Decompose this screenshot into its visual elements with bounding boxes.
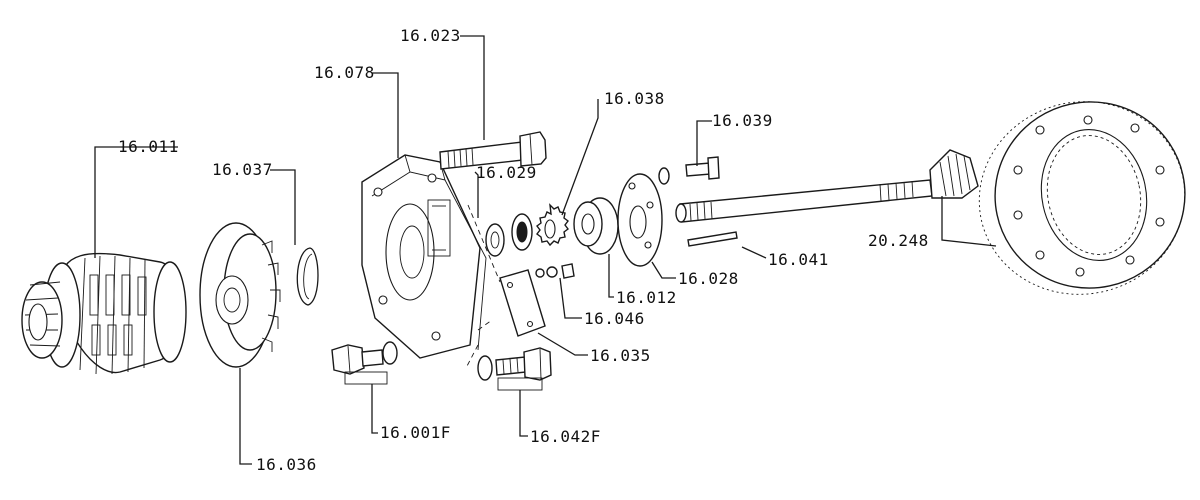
part-16-038-seal (511, 213, 533, 251)
dashed-guide-lines (465, 204, 501, 369)
label-16-023: 16.023 (400, 26, 461, 45)
label-20-248: 20.248 (868, 231, 929, 250)
label-16-046: 16.046 (584, 309, 645, 328)
leader-lines (94, 35, 997, 465)
part-16-078-housing (361, 154, 487, 359)
label-16-041: 16.041 (768, 250, 829, 269)
label-16-038: 16.038 (604, 89, 665, 108)
part-16-011-drum (21, 252, 187, 375)
label-16-042F: 16.042F (530, 427, 601, 446)
part-16-037-snap-ring (296, 247, 319, 306)
part-16-046-hardware (535, 263, 575, 279)
part-labels: 16.011 16.037 16.036 16.078 16.023 16.02… (118, 26, 929, 474)
label-16-012: 16.012 (616, 288, 677, 307)
part-16-039-bolt (658, 156, 720, 185)
part-16-041-key (687, 231, 738, 247)
part-16-036-carrier (199, 222, 281, 368)
part-16-023-bolt (439, 131, 547, 170)
part-16-042F-bolt (477, 347, 552, 391)
label-16-078: 16.078 (314, 63, 375, 82)
part-16-001F-bolt (331, 341, 398, 385)
label-16-037: 16.037 (212, 160, 273, 179)
part-16-012-ball-bearing (573, 197, 619, 255)
label-16-011: 16.011 (118, 137, 179, 156)
label-16-028: 16.028 (678, 269, 739, 288)
label-16-036: 16.036 (256, 455, 317, 474)
part-20-248-crown-wheel (978, 101, 1186, 295)
label-16-035: 16.035 (590, 346, 651, 365)
part-16-035-plate (499, 269, 546, 337)
label-16-039: 16.039 (712, 111, 773, 130)
pinion-shaft (675, 149, 979, 223)
part-16-028-flange (617, 173, 663, 267)
part-16-029-bearing (485, 223, 505, 257)
toothed-washer (536, 203, 569, 247)
label-16-001F: 16.001F (380, 423, 451, 442)
label-16-029: 16.029 (476, 163, 537, 182)
